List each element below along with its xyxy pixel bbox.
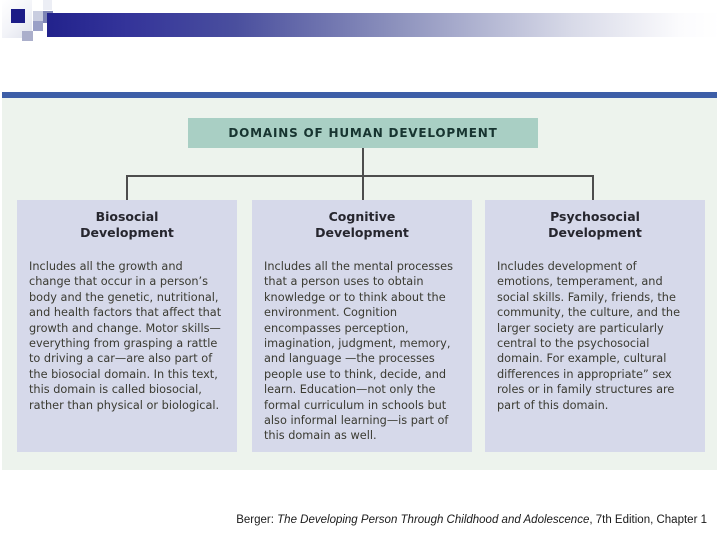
connector-horizontal (126, 175, 594, 177)
domain-box-cognitive: Cognitive Development Includes all the m… (252, 200, 472, 452)
connector-drop-right (592, 175, 594, 201)
domain-description: Includes development of emotions, temper… (497, 260, 681, 412)
source-citation: Berger: The Developing Person Through Ch… (236, 514, 707, 526)
diagram-title: DOMAINS OF HUMAN DEVELOPMENT (228, 126, 498, 140)
domain-heading-line1: Psychosocial (550, 209, 640, 224)
connector-drop-center (362, 175, 364, 201)
citation-author: Berger: (236, 514, 278, 526)
domain-description: Includes all the growth and change that … (29, 260, 222, 412)
citation-edition: , 7th Edition, Chapter 1 (589, 514, 707, 526)
domain-heading-line2: Development (80, 225, 174, 240)
domain-box-psychosocial: Psychosocial Development Includes develo… (485, 200, 705, 452)
domain-heading: Cognitive Development (264, 209, 460, 241)
decorative-square (33, 21, 43, 31)
divider-rule (2, 92, 717, 98)
domain-heading-line2: Development (315, 225, 409, 240)
domain-heading: Biosocial Development (29, 209, 225, 241)
domain-heading-line1: Cognitive (328, 209, 396, 224)
header-gradient-bar (47, 13, 720, 37)
decorative-square (22, 31, 33, 41)
domain-heading-line2: Development (548, 225, 642, 240)
diagram-title-box: DOMAINS OF HUMAN DEVELOPMENT (188, 118, 538, 148)
citation-book-title: The Developing Person Through Childhood … (277, 514, 590, 526)
domain-heading-line1: Biosocial (95, 209, 159, 224)
decorative-square (43, 0, 52, 10)
domain-box-biosocial: Biosocial Development Includes all the g… (17, 200, 237, 452)
domain-heading: Psychosocial Development (497, 209, 693, 241)
connector-drop-left (126, 175, 128, 201)
domain-description: Includes all the mental processes that a… (264, 260, 453, 443)
decorative-square (11, 9, 25, 23)
decorative-square (33, 11, 43, 21)
connector-stem (362, 148, 364, 176)
